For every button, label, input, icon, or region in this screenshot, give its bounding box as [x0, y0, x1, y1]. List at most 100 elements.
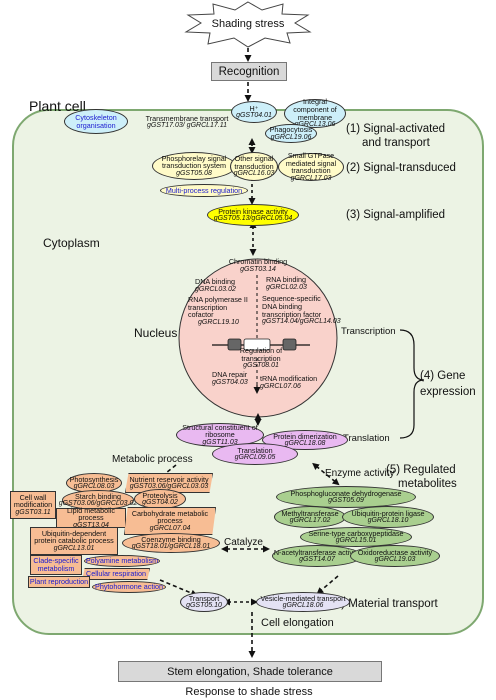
ubiquitin-ligase-node: Ubiquitin-protein ligase gGRCL18.10	[342, 506, 434, 528]
protein-kinase-node: Protein kinase activity gGST05.13/gGRCL0…	[207, 204, 299, 226]
seq-specific-gene: gGST14.04/gGRCL14.03	[262, 318, 341, 326]
trna-label: tRNA modification	[260, 374, 318, 384]
rna-binding-node: RNA binding gGRCL02.03	[266, 274, 316, 293]
step2-label: (2) Signal-transduced	[346, 162, 456, 174]
step5-label-a: (5) Regulated	[386, 464, 456, 476]
cell-elongation-label: Cell elongation	[261, 617, 334, 629]
vesicle-node: Vesicle-mediated transport gGRCL18.06	[256, 592, 350, 612]
dna-binding-label: DNA binding	[195, 277, 235, 287]
phytohormone-label: Phytohormone action	[95, 582, 163, 592]
chromatin-label: Chromatin binding	[228, 257, 288, 267]
rna-binding-gene: gGRCL02.03	[266, 283, 307, 291]
carbohydrate-node: Carbohydrate metabolic process gGRCL07.0…	[124, 507, 216, 535]
multi-process-node: Multi-process regulation	[160, 184, 248, 197]
multi-process-label: Multi-process regulation	[165, 185, 243, 195]
plant-repro-label: Plant reproduction	[29, 577, 89, 587]
clade-node: Clade-specific metabolism	[30, 555, 82, 575]
nutrient-gene: gGST03.06/gGRCL03.03	[129, 483, 209, 491]
nucleus-label: Nucleus	[134, 326, 178, 340]
trna-node: tRNA modification gGRCL07.06	[260, 373, 324, 392]
starch-gene: gGST03.06/gGRCL03.02	[58, 500, 138, 508]
stem-elongation-label: Stem elongation, Shade tolerance	[167, 665, 333, 678]
coenzyme-node: Coenzyme binding gGST18.01/gGRCL18.01	[122, 533, 220, 553]
translation-gene: gGRCL09.05	[234, 454, 276, 462]
integral-node: Integral component of membrane gGRCL13.0…	[284, 98, 346, 129]
proteolysis-node: Proteolysis gGST04.02	[134, 489, 186, 509]
structural-gene: gGST11.03	[202, 438, 238, 446]
small-gtpase-label: Small GTPase mediated signal transductio…	[285, 150, 337, 176]
dna-repair-node: DNA repair gGST04.03	[212, 369, 252, 388]
clade-label: Clade-specific metabolism	[33, 556, 79, 573]
proteolysis-gene: gGST04.02	[142, 499, 178, 507]
chromatin-node: Chromatin binding gGST03.14	[222, 256, 294, 275]
phosphogluconate-label: Phosphogluconate dehydrogenase	[290, 488, 402, 498]
oxidoreductase-node: Oxidoreductase activity gGRCL19.03	[350, 545, 440, 567]
rna-pol-gene: gGRCL19.10	[198, 318, 239, 326]
oxidoreductase-gene: gGRCL19.03	[374, 556, 416, 564]
hplus-gene: gGST04.01	[236, 112, 272, 120]
other-signal-gene: gGRCL16.03	[233, 170, 275, 178]
step1-label-b: and transport	[362, 137, 430, 149]
dna-binding-gene: gGRCL03.02	[195, 285, 236, 293]
transport-gene: gGST05.10	[186, 602, 222, 610]
proteolysis-label: Proteolysis	[142, 490, 178, 500]
coenzyme-label: Coenzyme binding	[141, 534, 201, 544]
vesicle-gene: gGRCL18.06	[282, 602, 324, 610]
step1-label-a: (1) Signal-activated	[346, 123, 446, 135]
polyamine-node: Polyamine metabolism	[84, 555, 160, 567]
phagocytosis-gene: gGRCL19.06	[270, 133, 312, 141]
methyltransferase-label: Methyltransferase	[281, 508, 339, 518]
phosphorelay-gene: gGST05.08	[176, 169, 212, 177]
nacetyl-node: N-acetyltransferase activity gGST14.07	[272, 545, 362, 567]
step6-label: (6) Material transport	[331, 598, 438, 610]
transmembrane-label: Transmembrane transport	[145, 113, 229, 123]
ubiquitin-dep-label: Ubiquitin-dependent protein catabolic pr…	[34, 528, 114, 546]
cytoskeleton-label: Cytoskeleton organisation	[75, 112, 117, 130]
ubiquitin-dep-gene: gGRCL13.01	[53, 544, 95, 552]
protein-kinase-gene: gGST05.13/gGRCL05.04	[213, 215, 293, 223]
cellwall-node: Cell wall modification gGST03.11	[10, 491, 56, 519]
rna-binding-label: RNA binding	[266, 275, 306, 285]
shading-stress-label: Shading stress	[211, 18, 285, 30]
serine-gene: gGRCL15.01	[335, 537, 377, 545]
plant-cell-label: Plant cell	[29, 98, 86, 114]
transmembrane-gene: gGST17.03/ gGRCL17.11	[146, 122, 228, 130]
cellwall-label: Cell wall modification	[13, 492, 53, 510]
cytoplasm-label: Cytoplasm	[43, 236, 100, 250]
phosphogluconate-gene: gGST05.09	[328, 497, 364, 505]
phosphorelay-label: Phosphorelay signal transduction system	[161, 153, 227, 171]
recognition-box: Recognition	[211, 62, 287, 81]
seq-specific-node: Sequence-specific DNA binding transcript…	[262, 293, 341, 328]
cytoskeleton-node: Cytoskeleton organisation	[64, 109, 128, 134]
step5-label-b: metabolites	[398, 478, 457, 490]
step4-label-a: (4) Gene	[420, 370, 466, 382]
trna-gene: gGRCL07.06	[260, 382, 301, 390]
cellwall-gene: gGST03.11	[15, 508, 51, 516]
metabolic-process-label: Metabolic process	[112, 454, 193, 465]
ubiquitin-ligase-label: Ubiquitin-protein ligase	[351, 508, 425, 518]
transport-node: Transport gGST05.10	[180, 592, 228, 612]
transcription-side-label: Transcription	[341, 326, 396, 337]
transmembrane-node: Transmembrane transport gGST17.03/ gGRCL…	[128, 111, 246, 133]
lipid-node: Lipid metabolic process gGST13.04	[56, 506, 126, 529]
enzyme-activity-label: Enzyme activity	[325, 468, 395, 479]
rna-pol-label: RNA polymerase II transcription cofactor	[188, 294, 248, 320]
chromatin-gene: gGST03.14	[240, 265, 276, 273]
other-signal-label: Other signal transduction	[234, 154, 274, 171]
protein-kinase-label: Protein kinase activity	[218, 206, 288, 216]
cellular-resp-node: Cellular respiration	[82, 568, 150, 580]
catalyze-label: Catalyze	[224, 537, 263, 548]
phosphogluconate-node: Phosphogluconate dehydrogenase gGST05.09	[276, 486, 416, 508]
nutrient-label: Nutrient reservoir activity	[129, 474, 209, 484]
ubiquitin-ligase-gene: gGRCL18.10	[367, 517, 409, 525]
transport-label: Transport	[188, 593, 220, 603]
carbohydrate-gene: gGRCL07.04	[149, 524, 191, 532]
cellular-resp-label: Cellular respiration	[86, 569, 146, 579]
structural-label: Structural constituent of ribosome	[182, 422, 258, 440]
dna-repair-gene: gGST04.03	[212, 378, 248, 386]
vesicle-label: Vesicle-mediated transport	[260, 593, 346, 603]
integral-gene: gGRCL13.06	[294, 121, 336, 129]
hplus-label: H⁺	[249, 103, 259, 113]
reg-transcription-node: Regulation of transcription gGST08.01	[222, 347, 300, 369]
serine-label: Serine-type carboxypeptidase	[308, 528, 404, 538]
